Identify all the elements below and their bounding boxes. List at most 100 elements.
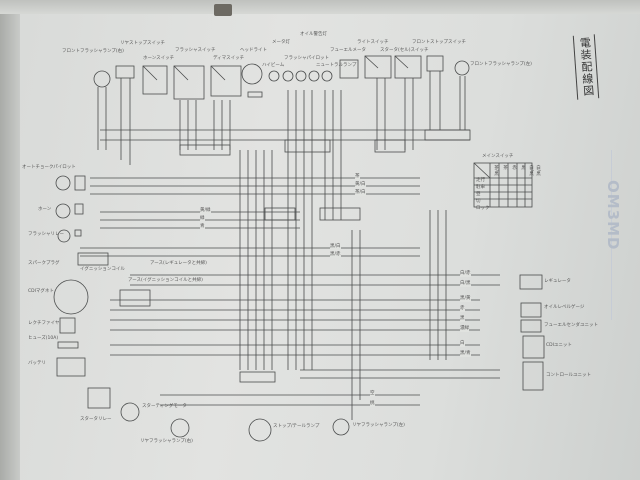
rear-flasher-left-lamp	[332, 418, 350, 436]
wire-color-tag: 白	[460, 341, 465, 347]
label-ignition-coil: イグニッションコイル	[80, 267, 125, 272]
rear-flasher-right-lamp	[170, 418, 190, 438]
wire-color-tag: 黒/青	[460, 351, 471, 357]
binder-tab	[214, 4, 232, 16]
label-horn-switch: ホーンスイッチ	[143, 56, 175, 61]
connector-blocks	[119, 129, 471, 383]
label-light-switch: ライトスイッチ	[357, 40, 389, 45]
wire-color-tag: 白/黒	[460, 281, 471, 287]
main-switch-row-label: 昼	[476, 192, 481, 197]
horizontal-wires	[80, 129, 500, 406]
main-switch-row-label: 走行	[476, 178, 485, 183]
wire-color-tag: 茶	[355, 174, 360, 180]
main-switch-row-label: 切	[476, 199, 481, 204]
model-divider	[611, 150, 612, 320]
label-fuel-meter: フューエルメータ	[330, 48, 366, 53]
indicator-bulbs	[268, 70, 333, 82]
label-spark-plug: スパークプラグ	[28, 261, 60, 266]
front-stop-switch	[426, 55, 444, 72]
cdi-magneto	[53, 279, 89, 315]
label-battery: バッテリ	[28, 361, 46, 366]
fuse	[57, 341, 79, 349]
label-auto-pilot: オートチョークパイロット	[22, 165, 76, 170]
label-flasher-switch: フラッシャスイッチ	[175, 48, 216, 53]
label-neutral-lamp: ニュートラルランプ	[316, 63, 357, 68]
model-code: OM3MD	[604, 180, 622, 251]
wire-color-tag: 白/赤	[460, 271, 471, 277]
wire-color-tag: 黒/赤	[330, 252, 341, 258]
label-meter-light: メータ灯	[272, 40, 290, 45]
main-switch-col-label: 茶/黒	[493, 165, 499, 176]
label-starter-relay: スタータリレー	[80, 417, 112, 422]
book-spine	[0, 0, 20, 480]
label-rear-flasher-left: リヤフラッシャランプ(左)	[352, 423, 405, 428]
flasher-relay	[57, 229, 82, 243]
label-cdi-unit: CDIユニット	[546, 343, 572, 348]
wire-color-tag: 赤	[460, 306, 465, 312]
wire-color-tag: 黄/白	[355, 182, 366, 188]
label-main-switch: メインスイッチ	[482, 154, 514, 159]
auto-choke-pilot	[55, 175, 86, 191]
label-flasher-relay: フラッシャリレー	[28, 232, 64, 237]
control-unit	[522, 361, 544, 391]
flasher-switch	[173, 65, 205, 100]
wire-color-tag: 緑	[200, 216, 205, 222]
wire-color-tag: 黒	[460, 316, 465, 322]
label-rear-stop-switch: リヤストップスイッチ	[120, 41, 165, 46]
label-earth-regulator: アース(レギュレータと共締)	[150, 261, 207, 266]
main-switch-row-label: ロック	[476, 206, 490, 211]
main-switch-col-label: 白/黒	[528, 165, 534, 176]
battery	[56, 357, 86, 377]
label-front-stop-switch: フロントストップスイッチ	[412, 40, 466, 45]
label-front-flasher-right: フロントフラッシャランプ(右)	[62, 49, 124, 54]
wire-color-tag: 黒/黄	[460, 296, 471, 302]
starter-relay	[87, 387, 111, 409]
main-switch-table	[473, 162, 533, 208]
main-switch-col-label: 黒	[520, 165, 526, 170]
rear-stop-switch	[115, 65, 135, 165]
stop-tail-lamp	[248, 418, 272, 442]
label-stop-tail-lamp: ストップ/テールランプ	[273, 424, 320, 429]
wire-color-tag: 黄/緑	[200, 208, 211, 214]
main-switch-col-label: 赤	[511, 165, 517, 170]
light-switch	[364, 55, 392, 79]
wire-color-tag: 青	[200, 224, 205, 230]
wire-color-tag: 桃	[370, 401, 375, 407]
fuel-sender-unit	[520, 319, 542, 333]
wire-color-tag: 黒/白	[330, 244, 341, 250]
label-starting-motor: スターティングモータ	[142, 404, 187, 409]
label-starter-switch: スタータ(セル)スイッチ	[380, 48, 429, 53]
headlight	[241, 63, 263, 98]
fuel-meter	[339, 59, 359, 79]
dimmer-switch	[210, 65, 242, 97]
regulator	[519, 274, 543, 290]
label-control-unit: コントロールユニット	[546, 373, 591, 378]
label-high-beam: ハイビーム	[262, 63, 285, 68]
label-rectifier: レクチファイヤ	[28, 321, 60, 326]
rectifier	[59, 317, 76, 334]
wire-color-tag: 茶/白	[355, 190, 366, 196]
front-flasher-left-lamp	[454, 60, 470, 130]
label-fuse: ヒューズ(10A)	[28, 336, 59, 341]
label-cdi-magneto: CDIマグネト	[28, 289, 54, 294]
wire-color-tag: 濃緑	[460, 326, 469, 332]
starting-motor	[120, 402, 140, 422]
horn-switch	[142, 65, 168, 95]
label-front-flasher-left: フロントフラッシャランプ(左)	[470, 62, 532, 67]
wire-color-tag: 空	[370, 391, 375, 397]
label-rear-flasher-right: リヤフラッシャランプ(右)	[140, 439, 193, 444]
label-oil-level-gauge: オイルレベルゲージ	[544, 305, 585, 310]
oil-level-gauge	[520, 302, 542, 318]
page-top-edge	[0, 0, 640, 14]
cdi-unit	[522, 335, 545, 359]
label-dimmer-switch: ディマスイッチ	[213, 56, 245, 61]
label-fuel-sender: フューエルセンダユニット	[544, 323, 598, 328]
main-switch-col-label: 茶	[502, 165, 508, 170]
label-earth-ignition: アース(イグニッションコイルと共締)	[128, 278, 203, 283]
main-switch-row-label: 駐車	[476, 185, 485, 190]
label-flasher-pilot: フラッシャパイロット	[284, 56, 329, 61]
main-switch-col-label: 白/黒	[535, 165, 541, 176]
horn	[55, 203, 84, 219]
